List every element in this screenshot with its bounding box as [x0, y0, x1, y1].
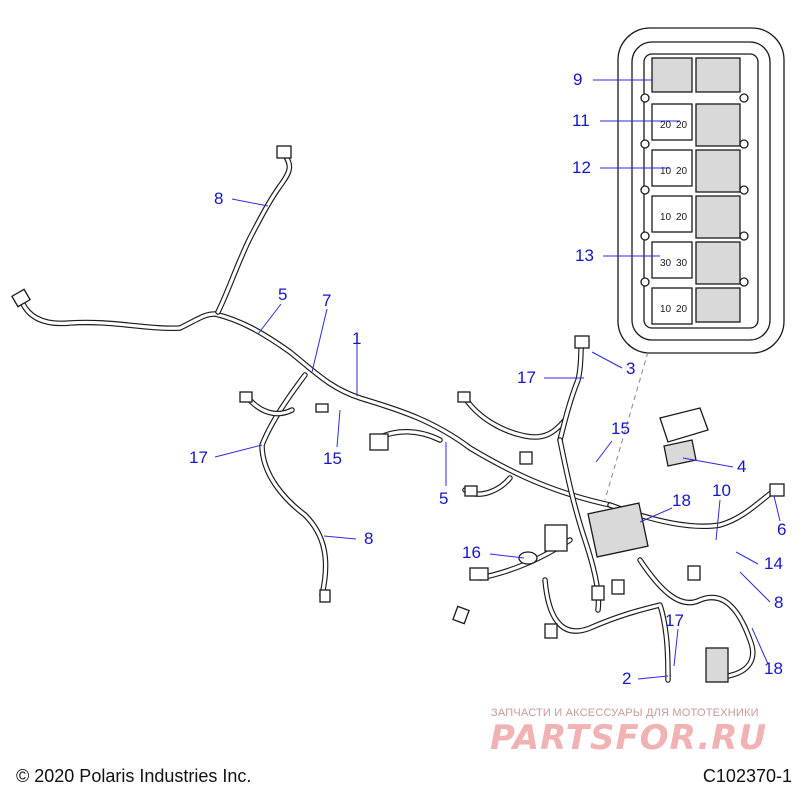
callout-5: 5 — [439, 489, 449, 508]
fuse-rating: 20 — [676, 304, 688, 315]
watermark-logo: PARTSFOR.RU — [490, 718, 768, 758]
callout-18: 18 — [672, 491, 691, 510]
callout-18: 18 — [764, 659, 783, 678]
callout-17: 17 — [665, 611, 684, 630]
callout-17: 17 — [189, 448, 208, 467]
connectors — [11, 145, 785, 683]
callout-7: 7 — [322, 291, 332, 310]
callout-4: 4 — [737, 457, 747, 476]
fuse-rating-labels: 20 20 10 20 10 20 30 30 10 20 — [660, 120, 688, 315]
fuse-rating: 30 — [676, 258, 688, 269]
callout-17: 17 — [517, 368, 536, 387]
callout-10: 10 — [712, 481, 731, 500]
diagram-code: C102370-1 — [702, 766, 792, 786]
callout-14: 14 — [764, 554, 783, 573]
callout-9: 9 — [573, 70, 583, 89]
callout-15: 15 — [611, 419, 630, 438]
fuse-box-latches — [640, 93, 749, 287]
callout-11: 11 — [572, 111, 590, 130]
watermark-tagline: ЗАПЧАСТИ И АКСЕССУАРЫ ДЛЯ МОТОТЕХНИКИ — [491, 707, 759, 719]
callout-8: 8 — [364, 529, 374, 548]
fuse-rating: 10 — [660, 212, 672, 223]
callout-12: 12 — [572, 158, 591, 177]
fuse-rating: 10 — [660, 304, 672, 315]
callout-16: 16 — [462, 543, 481, 562]
callout-1: 1 — [352, 329, 362, 348]
fuse-rating: 30 — [660, 258, 672, 269]
fuse-rating: 10 — [660, 166, 672, 177]
detail-projection-line — [604, 351, 649, 501]
fuse-box-detail: 20 20 10 20 10 20 30 30 10 20 — [617, 27, 785, 354]
fuse-rating: 20 — [676, 120, 688, 131]
relay-slots-right — [695, 57, 741, 323]
callout-15: 15 — [323, 449, 342, 468]
callout-8: 8 — [214, 189, 224, 208]
callout-13: 13 — [575, 246, 594, 265]
fuse-rating: 20 — [676, 212, 688, 223]
fuse-slots-left — [651, 57, 693, 325]
copyright-notice: © 2020 Polaris Industries Inc. — [16, 766, 252, 786]
callout-5: 5 — [278, 285, 288, 304]
callout-8: 8 — [774, 593, 784, 612]
fuse-rating: 20 — [676, 166, 688, 177]
callout-6: 6 — [777, 520, 787, 539]
fuse-rating: 20 — [660, 120, 672, 131]
callout-2: 2 — [622, 669, 632, 688]
callout-3: 3 — [626, 359, 636, 378]
leader-lines — [214, 79, 781, 680]
